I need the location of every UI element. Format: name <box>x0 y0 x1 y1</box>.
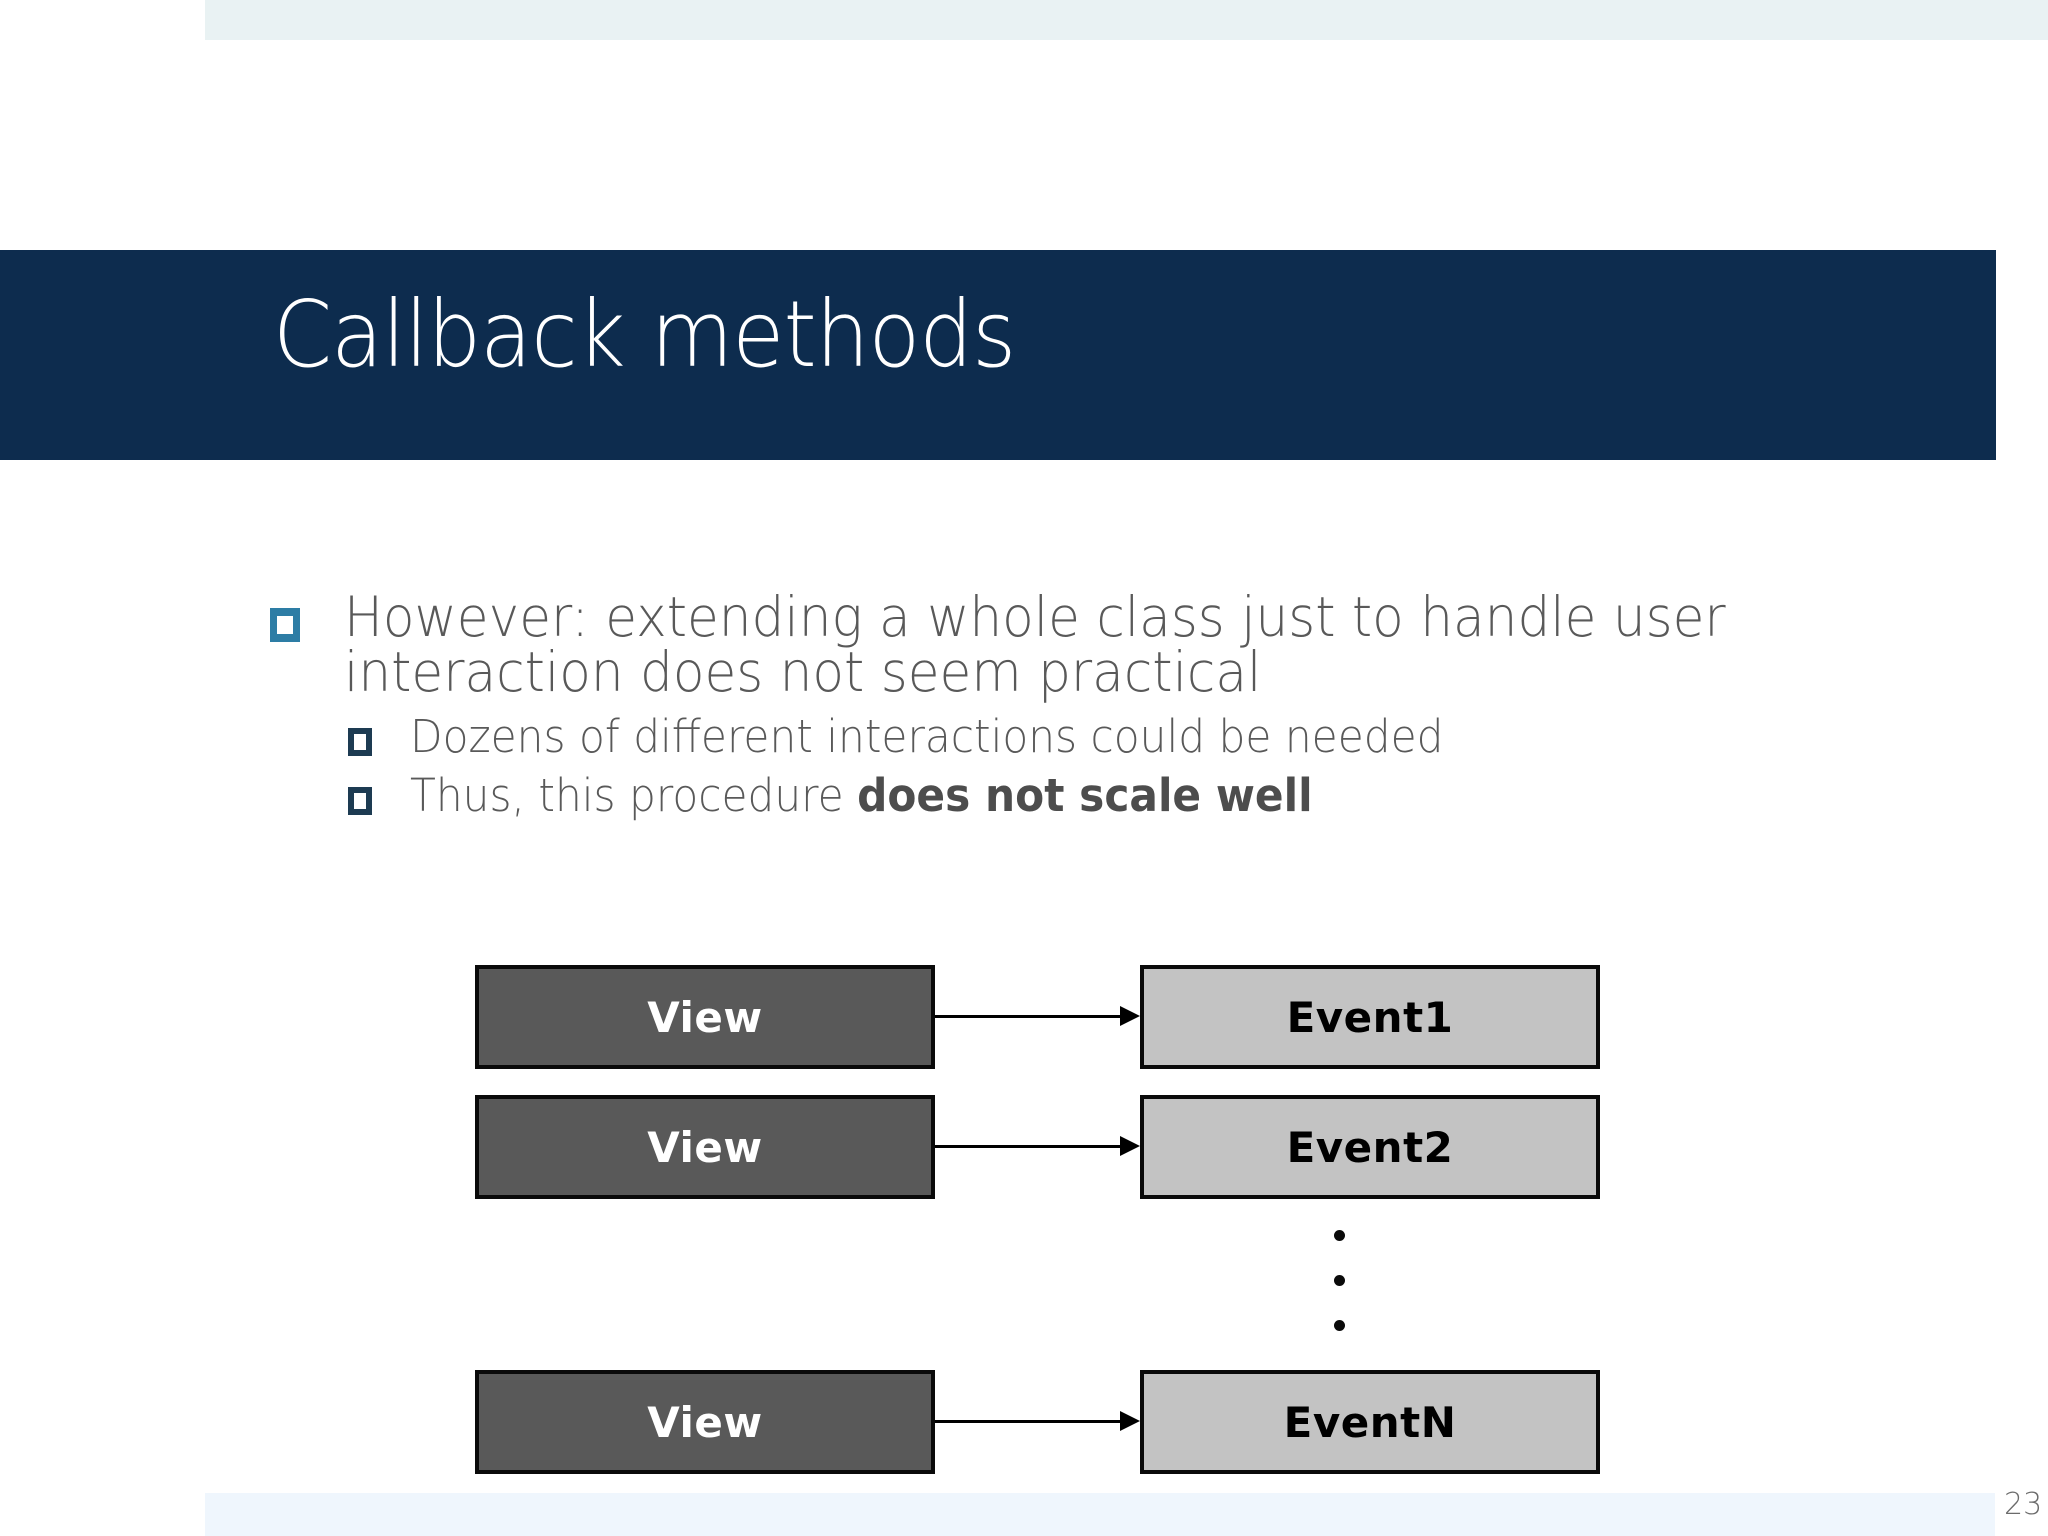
bottom-accent-strip <box>205 1493 1995 1536</box>
arrow-right-icon <box>935 1411 1140 1431</box>
event-box-n: EventN <box>1140 1370 1600 1474</box>
square-bullet-icon <box>348 787 372 815</box>
bullet-item-level2-thus: Thus, this procedure does not scale well <box>0 773 2048 818</box>
view-box-n: View <box>475 1370 935 1474</box>
arrow-right-icon <box>935 1006 1140 1026</box>
page-title: Callback methods <box>273 281 1016 388</box>
diagram-row-1: View Event1 <box>0 965 2048 1069</box>
page-number: 23 <box>2004 1487 2043 1522</box>
view-box-2: View <box>475 1095 935 1199</box>
bullet-text-level2-thus: Thus, this procedure does not scale well <box>410 773 1313 818</box>
event-box-1: Event1 <box>1140 965 1600 1069</box>
callback-diagram: View Event1 View Event2 View EventN <box>0 955 2048 1485</box>
arrow-right-icon <box>935 1136 1140 1156</box>
body-content: However: extending a whole class just to… <box>0 590 2048 818</box>
event-box-2: Event2 <box>1140 1095 1600 1199</box>
diagram-row-2: View Event2 <box>0 1095 2048 1199</box>
top-accent-strip <box>205 0 2048 40</box>
square-bullet-icon <box>348 728 372 756</box>
bullet-text-level2-dozens: Dozens of different interactions could b… <box>410 710 1444 763</box>
bullet-text-level2-thus-normal: Thus, this procedure <box>410 769 858 822</box>
view-box-1: View <box>475 965 935 1069</box>
bullet-item-level1: However: extending a whole class just to… <box>0 590 2048 700</box>
diagram-row-n: View EventN <box>0 1370 2048 1474</box>
bullet-text-level2-thus-bold: does not scale well <box>857 769 1313 822</box>
square-bullet-icon <box>270 608 300 642</box>
bullet-item-level2-dozens: Dozens of different interactions could b… <box>0 714 2048 759</box>
vertical-ellipsis-icon <box>1334 1230 1348 1331</box>
title-band: Callback methods <box>0 250 1996 460</box>
bullet-text-level1: However: extending a whole class just to… <box>344 585 1726 704</box>
